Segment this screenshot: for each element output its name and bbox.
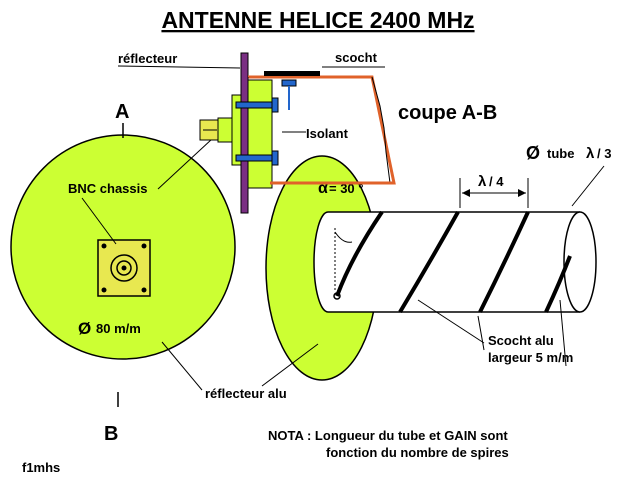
alpha-arc	[334, 231, 353, 243]
isolant-label: Isolant	[306, 126, 349, 141]
scocht-alu-arrow	[417, 299, 485, 344]
bnc-arrow	[81, 197, 117, 245]
reflector-plate-section	[240, 52, 249, 214]
diagram-title: ANTENNE HELICE 2400 MHz	[161, 7, 474, 33]
bnc-body	[217, 117, 233, 143]
bnc-outer-ring	[110, 254, 138, 282]
reflecteur-label: réflecteur	[118, 51, 177, 66]
reflecteur-underline	[117, 65, 241, 69]
scocht-label: scocht	[335, 50, 378, 65]
screw	[235, 154, 277, 162]
scocht-strip	[264, 71, 320, 76]
bnc-screw-hole	[101, 287, 107, 293]
tube-back-end	[313, 211, 329, 313]
reflector-alu-label: réflecteur alu	[205, 386, 287, 401]
section-title: coupe A-B	[398, 102, 497, 124]
tube-label: tube	[547, 146, 574, 161]
lambda-quarter-label: / 4	[489, 174, 504, 189]
lambda-arrowhead	[462, 189, 470, 197]
screw-head	[271, 97, 279, 113]
scocht-alu-label: Scocht alu	[488, 333, 554, 348]
alpha-label: = 30 °	[329, 181, 363, 196]
screw	[235, 101, 277, 109]
helix-turn	[398, 211, 460, 314]
tube-body	[328, 212, 580, 312]
scocht-alu-arrow	[559, 299, 567, 367]
section-marker-b: B	[104, 423, 118, 445]
reflector-alu-arrow	[261, 343, 319, 387]
tube-diameter-arrow	[571, 165, 605, 207]
tube-diameter-symbol: Ø	[526, 143, 540, 163]
lambda-symbol: λ	[478, 173, 487, 190]
bnc-inner-ring	[116, 260, 132, 276]
bnc-screw-hole	[101, 243, 107, 249]
bnc-arrow	[157, 138, 213, 190]
bnc-screw-hole	[141, 287, 147, 293]
isolant-spacer	[247, 79, 273, 189]
helix-turn	[544, 255, 572, 313]
diameter-symbol: Ø	[78, 319, 91, 338]
nota-line-1: NOTA : Longueur du tube et GAIN sont	[268, 428, 508, 443]
tube-front-end	[563, 211, 597, 313]
screw-head	[271, 150, 279, 166]
author-label: f1mhs	[22, 460, 60, 475]
helix-turn	[478, 211, 530, 313]
alpha-symbol: α	[318, 180, 328, 197]
lambda-arrowhead	[518, 189, 526, 197]
bnc-label: BNC chassis	[68, 181, 147, 196]
top-screw	[281, 79, 297, 87]
tube-fraction-label: / 3	[597, 146, 611, 161]
diameter-label: 80 m/m	[96, 321, 141, 336]
scocht-alu-arrow	[477, 315, 485, 351]
bnc-center-pin	[121, 265, 127, 271]
section-marker-a: A	[115, 101, 129, 123]
helix-turn	[335, 210, 384, 297]
reflector-alu-arrow	[161, 341, 203, 391]
bnc-screw-hole	[141, 243, 147, 249]
tube-lambda-symbol: λ	[586, 145, 595, 162]
section-break-line	[371, 76, 391, 184]
scocht-width-label: largeur 5 m/m	[488, 350, 573, 365]
nota-line-2: fonction du nombre de spires	[326, 445, 509, 460]
